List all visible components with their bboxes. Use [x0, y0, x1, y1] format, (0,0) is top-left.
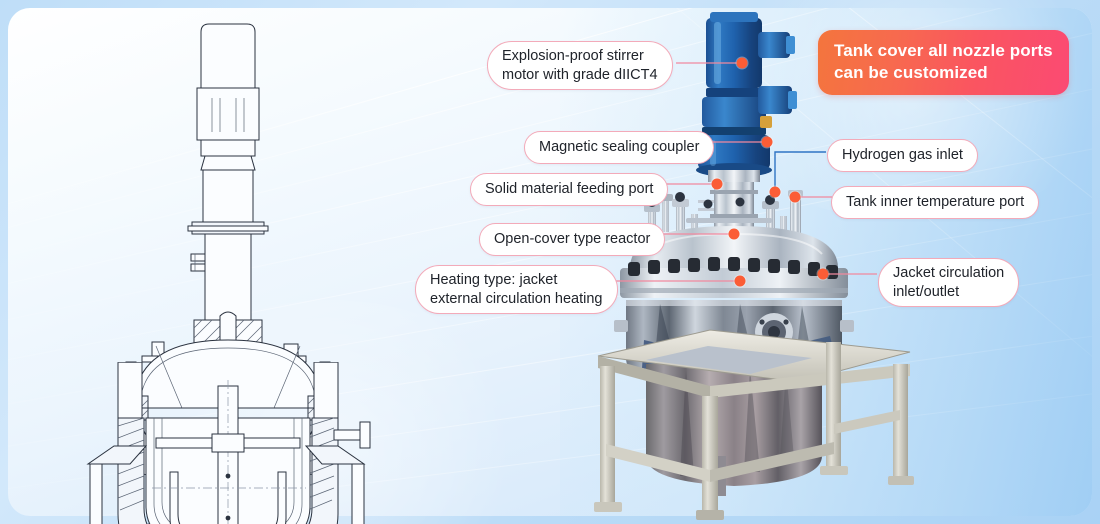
leader-dot-jacket-circulation [817, 268, 829, 280]
leader-dot-heating-type [734, 275, 746, 287]
leader-dot-open-cover-reactor [728, 228, 740, 240]
callout-heating-type[interactable]: Heating type: jacket external circulatio… [415, 265, 618, 315]
reactor-line-drawing [60, 10, 420, 524]
callout-magnetic-coupler[interactable]: Magnetic sealing coupler [524, 131, 715, 164]
callout-open-cover-reactor[interactable]: Open-cover type reactor [479, 223, 666, 256]
callout-jacket-circulation[interactable]: Jacket circulation inlet/outlet [878, 258, 1020, 308]
callout-hydrogen-inlet[interactable]: Hydrogen gas inlet [827, 139, 978, 172]
highlight-banner[interactable]: Tank cover all nozzle ports can be custo… [818, 30, 1069, 96]
callout-solid-feeding-port[interactable]: Solid material feeding port [470, 173, 669, 206]
callout-tank-temperature-port[interactable]: Tank inner temperature port [831, 186, 1040, 219]
leader-dot-stirrer-motor [736, 57, 748, 69]
leader-dot-solid-feeding-port [711, 178, 723, 190]
callout-stirrer-motor[interactable]: Explosion-proof stirrer motor with grade… [487, 41, 673, 91]
leader-dot-hydrogen-inlet [769, 186, 781, 198]
leader-dot-magnetic-coupler [761, 136, 773, 148]
leader-dot-tank-temperature-port [789, 191, 801, 203]
